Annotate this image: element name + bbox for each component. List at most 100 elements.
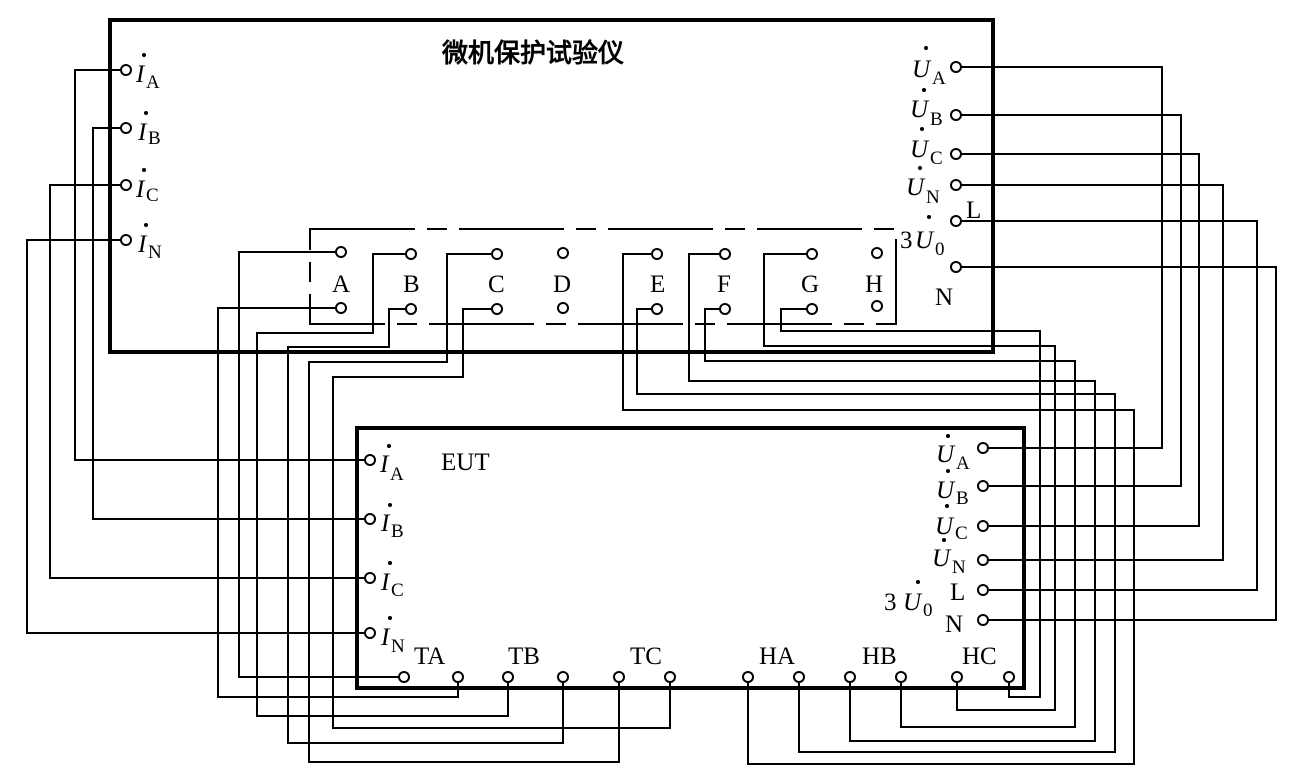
svg-text:A: A xyxy=(390,464,404,485)
wire-a-bot xyxy=(217,307,459,698)
terminal-hc-2[interactable] xyxy=(1003,671,1015,683)
contact-g-bottom[interactable] xyxy=(806,303,818,315)
close-wires xyxy=(622,253,1135,765)
contact-f-bottom[interactable] xyxy=(719,303,731,315)
wire-ia xyxy=(74,69,364,461)
terminal-eut-in[interactable] xyxy=(364,627,376,639)
svg-text:A: A xyxy=(956,453,970,474)
contact-h-bottom[interactable] xyxy=(871,300,883,312)
tester-current-labels: I A I B I C I N xyxy=(135,53,162,263)
terminal-tester-in[interactable] xyxy=(120,234,132,246)
eut-label-3u0: 3 xyxy=(884,589,897,616)
terminal-tester-uc[interactable] xyxy=(950,148,962,160)
current-wires xyxy=(26,69,364,634)
terminal-eut-ia[interactable] xyxy=(364,454,376,466)
contact-b-top[interactable] xyxy=(405,248,417,260)
eut-voltage-terminals xyxy=(977,442,989,626)
wire-ic xyxy=(49,184,364,579)
terminal-hc-1[interactable] xyxy=(951,671,963,683)
terminal-tc-1[interactable] xyxy=(613,671,625,683)
wire-ib xyxy=(92,127,364,520)
wire-g-top xyxy=(763,253,1056,711)
eut-label-ua: U xyxy=(936,441,956,468)
svg-text:U: U xyxy=(903,589,923,616)
contact-c-bottom[interactable] xyxy=(491,303,503,315)
terminal-tester-n[interactable] xyxy=(950,261,962,273)
terminal-eut-ub[interactable] xyxy=(977,480,989,492)
svg-text:A: A xyxy=(146,72,160,93)
terminal-eut-ic[interactable] xyxy=(364,572,376,584)
terminal-tester-un[interactable] xyxy=(950,179,962,191)
svg-text:N: N xyxy=(926,187,940,208)
terminal-eut-ua[interactable] xyxy=(977,442,989,454)
svg-text:C: C xyxy=(930,148,943,169)
eut-label-ib: I xyxy=(380,510,391,537)
contact-label-e: E xyxy=(650,271,665,298)
contact-label-a: A xyxy=(332,271,350,298)
contact-d-top[interactable] xyxy=(557,247,569,259)
contact-e-bottom[interactable] xyxy=(651,303,663,315)
terminal-hb-1[interactable] xyxy=(844,671,856,683)
contact-a-top[interactable] xyxy=(335,246,347,258)
wire-b-top xyxy=(256,253,509,717)
terminal-eut-ib[interactable] xyxy=(364,513,376,525)
label-hb: HB xyxy=(862,643,897,670)
terminal-tb-2[interactable] xyxy=(557,671,569,683)
terminal-eut-uc[interactable] xyxy=(977,520,989,532)
terminal-tester-ua[interactable] xyxy=(950,61,962,73)
eut-label-uc: U xyxy=(935,513,955,540)
contact-b-bottom[interactable] xyxy=(405,303,417,315)
contact-g-top[interactable] xyxy=(806,248,818,260)
label-ta: TA xyxy=(414,643,445,670)
eut-label-ia: I xyxy=(379,451,390,478)
terminal-tester-ia[interactable] xyxy=(120,64,132,76)
label-ua: U xyxy=(912,56,932,83)
terminal-tester-ic[interactable] xyxy=(120,179,132,191)
terminal-ha-2[interactable] xyxy=(793,671,805,683)
tester-voltage-labels: U A U B U C U N L 3 U 0 N xyxy=(900,46,981,311)
terminal-tc-2[interactable] xyxy=(664,671,676,683)
eut-current-terminals xyxy=(364,454,376,639)
contact-e-top[interactable] xyxy=(651,248,663,260)
terminal-eut-un[interactable] xyxy=(977,554,989,566)
terminal-ta-2[interactable] xyxy=(452,671,464,683)
svg-text:N: N xyxy=(148,242,162,263)
terminal-hb-2[interactable] xyxy=(895,671,907,683)
tester-title: 微机保护试验仪 xyxy=(441,38,625,69)
terminal-tester-ub[interactable] xyxy=(950,109,962,121)
svg-text:C: C xyxy=(391,580,404,601)
contact-d-bottom[interactable] xyxy=(557,302,569,314)
contact-h-top[interactable] xyxy=(871,247,883,259)
contact-c-top[interactable] xyxy=(491,248,503,260)
label-tb: TB xyxy=(508,643,540,670)
contact-f-top[interactable] xyxy=(719,248,731,260)
label-hc: HC xyxy=(962,643,997,670)
terminal-eut-l[interactable] xyxy=(977,584,989,596)
svg-text:A: A xyxy=(932,68,946,89)
contact-a-bottom[interactable] xyxy=(335,302,347,314)
svg-text:N: N xyxy=(391,636,405,657)
tester-voltage-terminals xyxy=(950,61,962,273)
wire-f-bot xyxy=(704,308,1076,728)
terminal-ha-1[interactable] xyxy=(742,671,754,683)
wire-un xyxy=(962,184,1224,561)
wire-e-bot xyxy=(636,308,1116,753)
svg-text:B: B xyxy=(956,488,969,509)
label-in: I xyxy=(137,231,148,258)
terminal-tester-ib[interactable] xyxy=(120,122,132,134)
terminal-eut-n[interactable] xyxy=(977,614,989,626)
wire-uc xyxy=(962,153,1200,527)
svg-text:B: B xyxy=(930,109,943,130)
wire-ub xyxy=(962,114,1182,487)
wire-g-bot xyxy=(780,308,1041,698)
terminal-ta-1[interactable] xyxy=(398,671,410,683)
label-l: L xyxy=(966,197,981,224)
label-un: U xyxy=(906,174,926,201)
contact-label-f: F xyxy=(717,271,731,298)
terminal-tb-1[interactable] xyxy=(502,671,514,683)
svg-text:C: C xyxy=(146,185,159,206)
label-uc: U xyxy=(910,136,930,163)
wire-a-top xyxy=(238,251,398,678)
terminal-tester-l[interactable] xyxy=(950,215,962,227)
